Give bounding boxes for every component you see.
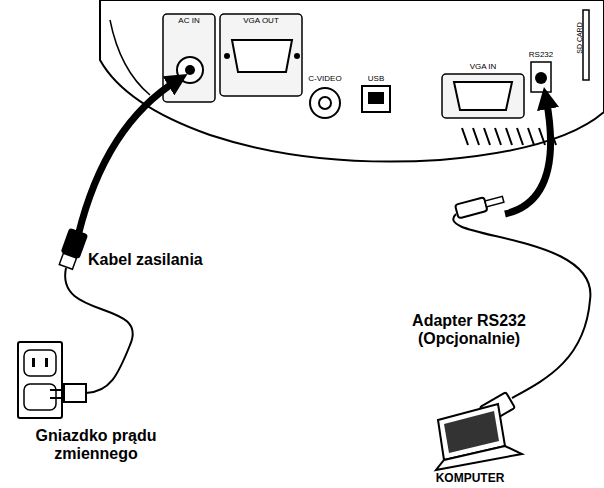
vga-in-port [442,74,524,118]
rs232-arrow [505,98,551,214]
port-label: AC IN [167,16,211,25]
port-label: C-VIDEO [300,74,350,83]
callout-label: Gniazdko prądu zmiennego [8,427,184,464]
rs232-jack [455,193,505,219]
port-label: VGA OUT [222,16,300,25]
sd-card-slot [583,10,589,80]
rs232-cable [453,214,590,398]
usb-port [362,86,390,112]
rs232-port [531,62,551,92]
port-label: SD CARD [576,16,584,60]
port-label: RS232 [523,50,559,59]
callout-label: KOMPUTER [425,472,515,486]
wall-outlet [18,342,62,418]
laptop [436,404,522,470]
vga-out-port [220,14,302,96]
power-plug [56,228,88,271]
power-cable [65,268,133,393]
power-arrow [78,80,178,236]
callout-label: Adapter RS232 (Opcjonalnie) [384,312,554,349]
c-video-port [310,88,340,118]
callout-label: Kabel zasilania [88,251,258,269]
port-label: VGA IN [448,62,518,71]
port-label: USB [356,74,396,83]
